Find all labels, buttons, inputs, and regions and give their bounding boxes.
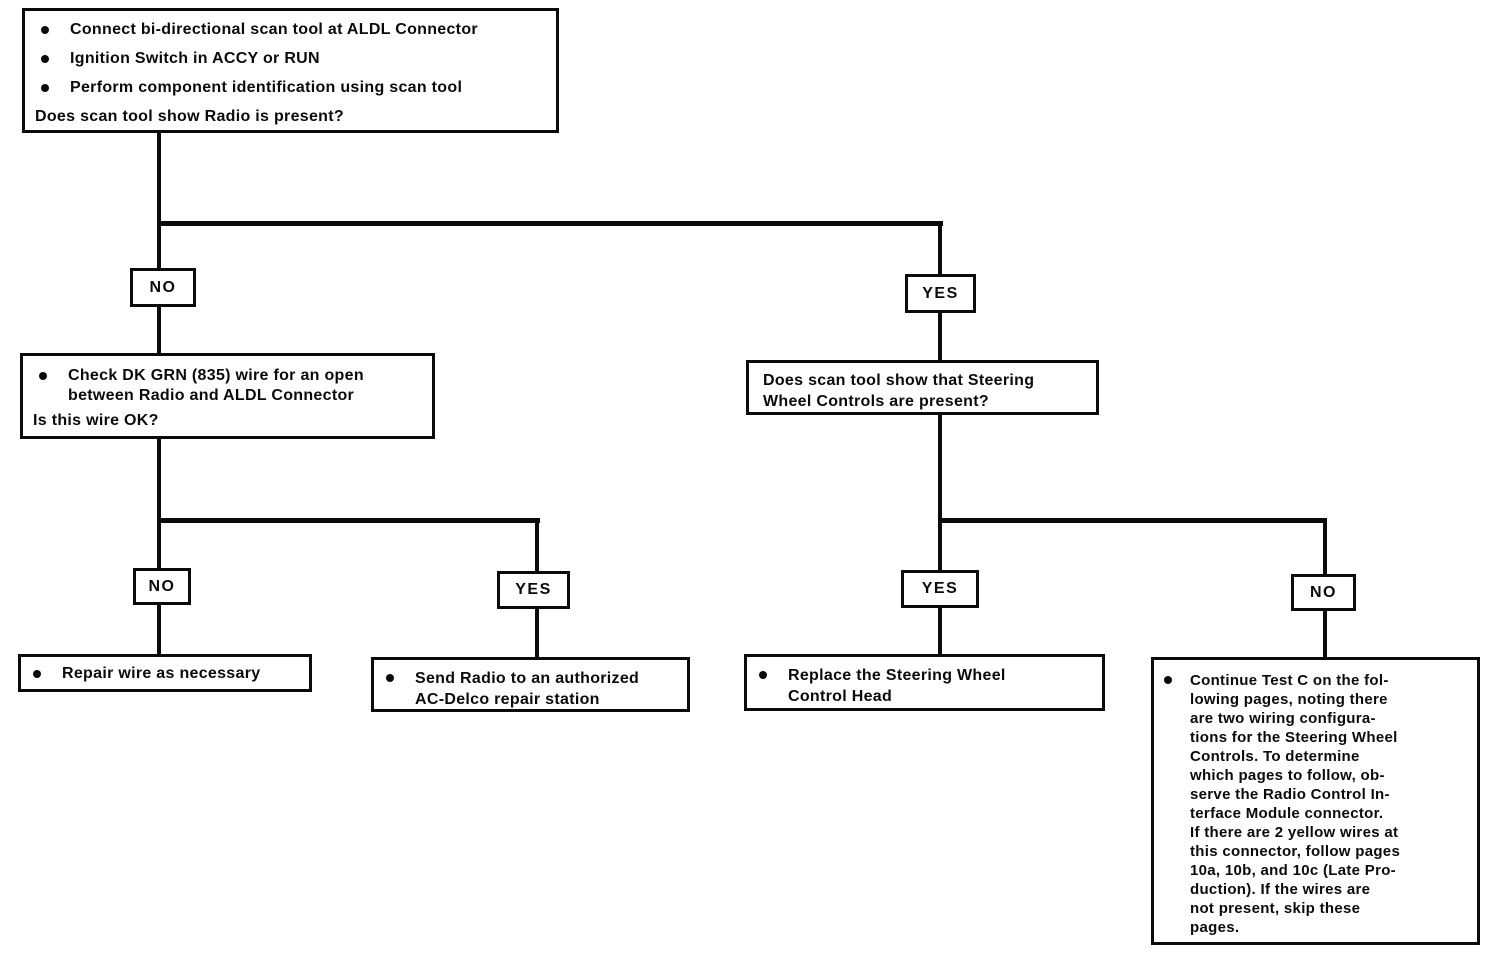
continue-test-node: Continue Test C on the fol- lowing pages… bbox=[1151, 657, 1480, 945]
replace-head-text: Replace the Steering Wheel Control Head bbox=[788, 667, 1006, 705]
repair-wire-node: Repair wire as necessary bbox=[18, 654, 312, 692]
send-radio-bullet: Send Radio to an authorized AC-Delco rep… bbox=[374, 668, 687, 710]
bullet-icon bbox=[41, 26, 49, 34]
start-bullet-3: Perform component identification using s… bbox=[29, 78, 550, 98]
connector-yes1-to-steering bbox=[938, 313, 942, 360]
start-bullet-2: Ignition Switch in ACCY or RUN bbox=[29, 49, 550, 69]
start-bullet-1: Connect bi-directional scan tool at ALDL… bbox=[29, 20, 550, 40]
connector-start-down bbox=[157, 133, 161, 224]
check-wire-question: Is this wire OK? bbox=[33, 412, 159, 429]
continue-test-bullet: Continue Test C on the fol- lowing pages… bbox=[1154, 671, 1477, 937]
bullet-icon bbox=[33, 670, 41, 678]
connector-to-no1 bbox=[157, 221, 161, 268]
connector-branch1-horizontal bbox=[157, 221, 943, 226]
connector-to-yes1 bbox=[938, 221, 942, 274]
branch1-no-label: NO bbox=[130, 268, 196, 307]
bullet-icon bbox=[39, 372, 47, 380]
connector-no2-to-repair bbox=[157, 605, 161, 654]
connector-yes3-to-replace bbox=[938, 608, 942, 654]
connector-no1-to-checkwire bbox=[157, 307, 161, 353]
connector-no3-to-continue bbox=[1323, 611, 1327, 657]
replace-head-node: Replace the Steering Wheel Control Head bbox=[744, 654, 1105, 711]
branch3-yes-label: YES bbox=[901, 570, 979, 608]
steering-question-node: Does scan tool show that Steering Wheel … bbox=[746, 360, 1099, 415]
branch2-no-label: NO bbox=[133, 568, 191, 605]
bullet-icon bbox=[1164, 676, 1172, 684]
repair-wire-bullet: Repair wire as necessary bbox=[21, 664, 309, 684]
bullet-icon bbox=[41, 84, 49, 92]
continue-test-text: Continue Test C on the fol- lowing pages… bbox=[1190, 672, 1401, 936]
connector-yes2-to-send bbox=[535, 609, 539, 657]
connector-branch3-horizontal bbox=[938, 518, 1327, 523]
send-radio-text: Send Radio to an authorized AC-Delco rep… bbox=[415, 670, 640, 708]
start-bullet-2-text: Ignition Switch in ACCY or RUN bbox=[70, 50, 320, 67]
bullet-icon bbox=[41, 55, 49, 63]
steering-question-text: Does scan tool show that Steering Wheel … bbox=[763, 372, 1035, 410]
start-node: Connect bi-directional scan tool at ALDL… bbox=[22, 8, 559, 133]
repair-wire-text: Repair wire as necessary bbox=[62, 665, 261, 682]
bullet-icon bbox=[759, 671, 767, 679]
send-radio-node: Send Radio to an authorized AC-Delco rep… bbox=[371, 657, 690, 712]
branch3-no-label: NO bbox=[1291, 574, 1356, 611]
connector-to-no3 bbox=[1323, 518, 1327, 574]
start-bullet-1-text: Connect bi-directional scan tool at ALDL… bbox=[70, 21, 478, 38]
connector-checkwire-down bbox=[157, 439, 161, 568]
branch1-yes-label: YES bbox=[905, 274, 976, 313]
start-bullet-3-text: Perform component identification using s… bbox=[70, 79, 463, 96]
branch2-yes-label: YES bbox=[497, 571, 570, 609]
bullet-icon bbox=[386, 674, 394, 682]
connector-steering-down bbox=[938, 415, 942, 570]
connector-branch2-horizontal bbox=[157, 518, 540, 523]
check-wire-node: Check DK GRN (835) wire for an open betw… bbox=[20, 353, 435, 439]
start-question: Does scan tool show Radio is present? bbox=[35, 108, 344, 125]
connector-to-yes2 bbox=[535, 518, 539, 571]
check-wire-bullet-text: Check DK GRN (835) wire for an open betw… bbox=[68, 367, 364, 404]
replace-head-bullet: Replace the Steering Wheel Control Head bbox=[747, 665, 1102, 707]
check-wire-bullet: Check DK GRN (835) wire for an open betw… bbox=[27, 366, 426, 406]
